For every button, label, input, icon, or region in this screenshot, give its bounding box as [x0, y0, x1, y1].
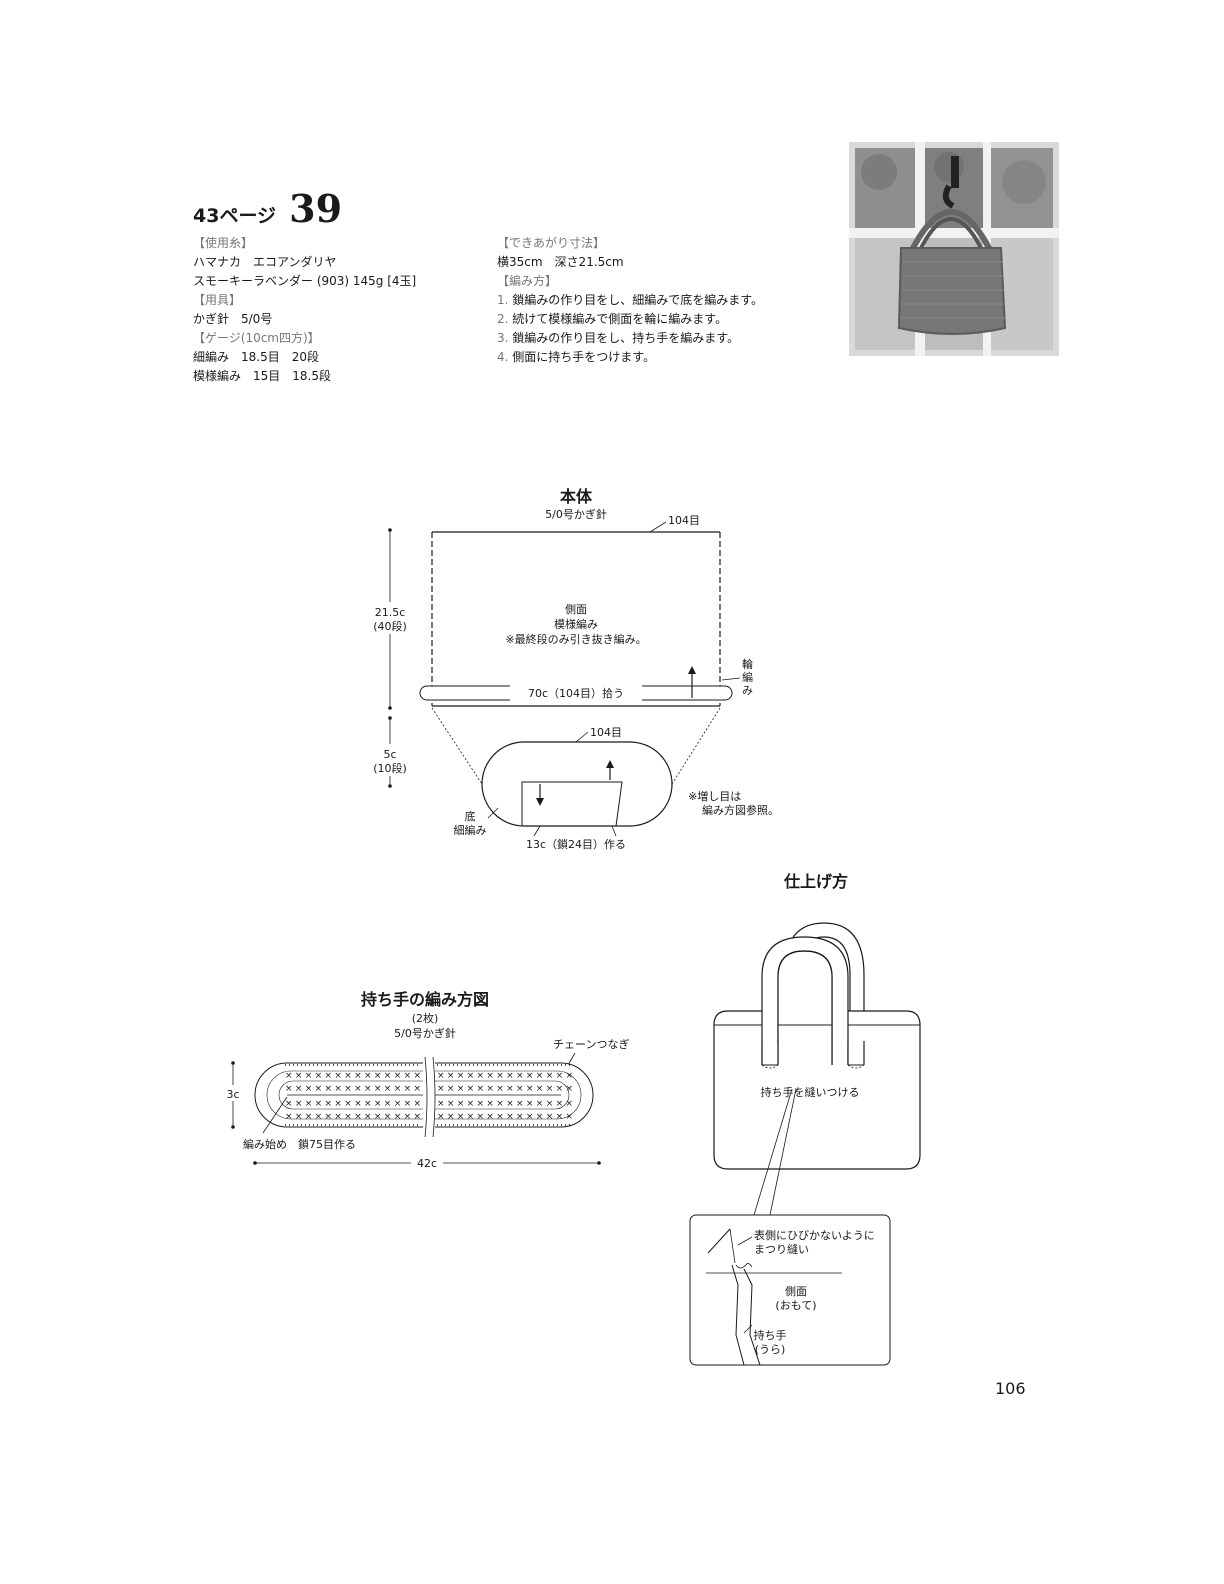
- method-label: 【編み方】: [497, 274, 558, 288]
- chain-start: 13c（鎖24目）作る: [526, 837, 626, 851]
- yarn-brand: ハマナカ エコアンダリヤ: [193, 255, 337, 269]
- page-reference: 43ページ: [193, 205, 277, 227]
- pattern-number: 39: [289, 186, 343, 231]
- body-hook: 5/0号かぎ針: [545, 507, 607, 521]
- gauge-pattern: 模様編み 15目 18.5段: [193, 369, 331, 383]
- body-diagram: 本体 5/0号かぎ針 104目 70c（104目）拾う 輪 編 み 側面 模様編…: [368, 487, 779, 851]
- side-stitch: 模様編み: [554, 617, 598, 631]
- method-step: 2. 続けて模様編みで側面を輪に編みます。: [497, 312, 728, 326]
- bottom-cm: 5c: [383, 748, 396, 761]
- handle-hook: 5/0号かぎ針: [394, 1026, 456, 1040]
- bottom-stitch-count: 104目: [590, 726, 622, 739]
- method-step: 3. 鎖編みの作り目をし、持ち手を編みます。: [497, 331, 740, 345]
- stitch-note: 表側にひびかないように: [754, 1228, 875, 1242]
- gauge-label: 【ゲージ(10cm四方)】: [193, 331, 320, 345]
- materials-block: 【使用糸】 ハマナカ エコアンダリヤ スモーキーラベンダー (903) 145g…: [193, 234, 416, 386]
- method-step: 4. 側面に持ち手をつけます。: [497, 350, 656, 364]
- hook-size: かぎ針 5/0号: [193, 312, 273, 326]
- round-label: 輪: [742, 657, 753, 671]
- bottom-name: 底: [465, 809, 476, 823]
- side-note: ※最終段のみ引き抜き編み。: [505, 632, 646, 646]
- bottom-rows: (10段): [373, 761, 407, 775]
- stitch-note: まつり縫い: [754, 1242, 809, 1256]
- page-number: 106: [995, 1379, 1026, 1398]
- finishing-title: 仕上げ方: [783, 872, 848, 891]
- tools-label: 【用具】: [193, 293, 242, 307]
- detail-handle-label: 持ち手: [754, 1328, 787, 1342]
- round-label: み: [742, 684, 753, 697]
- top-stitch-count: 104目: [668, 514, 700, 527]
- handle-width: 3c: [226, 1088, 239, 1101]
- height-rows: (40段): [373, 619, 407, 633]
- detail-handle-face: (うら): [755, 1343, 786, 1356]
- side-name: 側面: [565, 603, 587, 616]
- method-block: 【できあがり寸法】 横35cm 深さ21.5cm 【編み方】 1. 鎖編みの作り…: [497, 234, 763, 367]
- detail-side-face: (おもて): [775, 1299, 816, 1312]
- increase-note: ※増し目は: [688, 790, 741, 803]
- pickup-label: 70c（104目）拾う: [528, 686, 624, 700]
- height-cm: 21.5c: [375, 606, 406, 619]
- gauge-single-crochet: 細編み 18.5目 20段: [193, 350, 319, 364]
- finished-size: 横35cm 深さ21.5cm: [497, 255, 624, 269]
- handle-start: 編み始め 鎖75目作る: [243, 1137, 356, 1151]
- handle-diagram: 持ち手の編み方図 (2枚) 5/0号かぎ針 チェーンつなぎ 3c ×××××××…: [221, 990, 629, 1171]
- bag-photo: [849, 142, 1059, 356]
- sew-handles-label: 持ち手を縫いつける: [761, 1085, 860, 1099]
- detail-side-label: 側面: [785, 1285, 807, 1298]
- method-step: 1. 鎖編みの作り目をし、細編みで底を編みます。: [497, 293, 764, 307]
- finishing-diagram: 仕上げ方 持ち手を縫いつける 表側にひびかないように まつり縫い 側面 (おもて…: [689, 872, 921, 1366]
- chain-join-label: チェーンつなぎ: [553, 1037, 629, 1051]
- body-title: 本体: [560, 487, 593, 506]
- handle-title: 持ち手の編み方図: [361, 990, 489, 1009]
- handle-length: 42c: [417, 1157, 437, 1170]
- handle-count: (2枚): [412, 1011, 439, 1025]
- increase-note: 編み方図参照。: [702, 803, 779, 817]
- size-label: 【できあがり寸法】: [497, 236, 606, 250]
- bottom-stitch: 細編み: [454, 823, 487, 837]
- yarn-label: 【使用糸】: [193, 236, 254, 250]
- pattern-heading: 43ページ 39: [193, 186, 342, 231]
- round-label: 編: [742, 670, 753, 684]
- yarn-color: スモーキーラベンダー (903) 145g [4玉]: [193, 274, 417, 288]
